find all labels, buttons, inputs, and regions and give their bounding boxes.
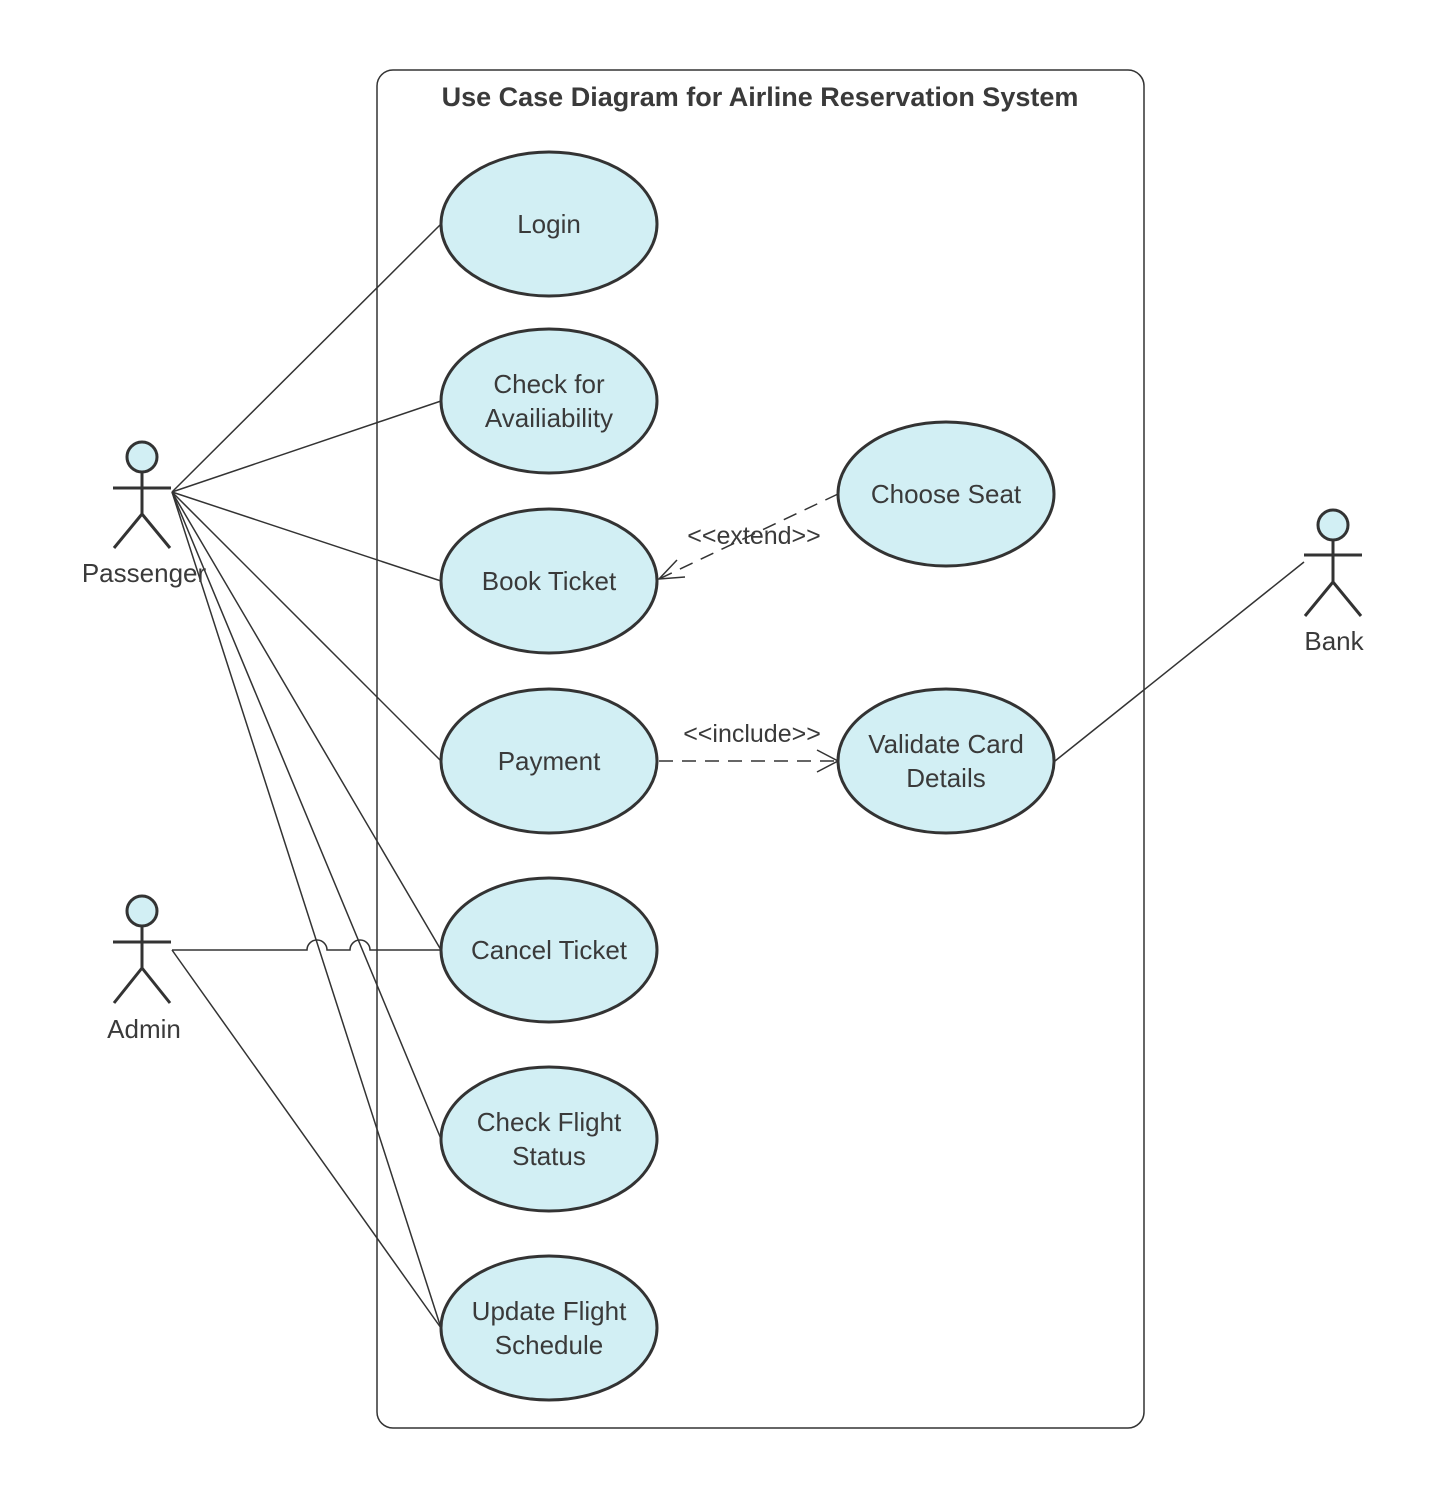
use-case-label: Validate Card: [868, 729, 1024, 759]
use-case-check-flight-status[interactable]: Check Flight Status: [439, 1065, 659, 1213]
use-case-label: Details: [906, 763, 985, 793]
use-case-label: Cancel Ticket: [471, 935, 628, 965]
use-case-label: Choose Seat: [871, 479, 1022, 509]
use-case-payment[interactable]: Payment: [439, 687, 659, 835]
use-case-label: Book Ticket: [482, 566, 617, 596]
extend-label: <<extend>>: [687, 522, 820, 550]
assoc-passenger-payment: [171, 491, 442, 762]
use-case-label: Status: [512, 1141, 586, 1171]
use-case-label: Check Flight: [477, 1107, 622, 1137]
use-case-label: Login: [517, 209, 581, 239]
actor-head-icon: [125, 894, 159, 928]
assoc-passenger-cancel-ticket: [171, 491, 442, 951]
actor-label: Admin: [107, 1014, 181, 1044]
extend-dependency: <<extend>>: [657, 493, 839, 580]
actor-label: Passenger: [82, 558, 207, 588]
use-case-update-flight-schedule[interactable]: Update Flight Schedule: [439, 1254, 659, 1402]
include-label: <<include>>: [683, 720, 821, 748]
assoc-admin-update-schedule: [171, 949, 442, 1329]
assoc-passenger-login: [171, 223, 442, 493]
actor-head-icon: [1316, 508, 1350, 542]
actor-passenger[interactable]: Passenger: [82, 440, 207, 588]
assoc-passenger-update-schedule: [171, 491, 442, 1329]
extend-arrowhead: [657, 559, 686, 580]
actor-label: Bank: [1304, 626, 1364, 656]
use-case-check-availability[interactable]: Check for Availiability: [439, 327, 659, 475]
use-case-label: Schedule: [495, 1330, 603, 1360]
use-case-label: Payment: [498, 746, 601, 776]
use-case-label: Update Flight: [472, 1296, 627, 1326]
use-case-book-ticket[interactable]: Book Ticket: [439, 507, 659, 655]
assoc-passenger-check-availability: [171, 400, 442, 493]
assoc-passenger-book-ticket: [171, 491, 442, 582]
use-case-cancel-ticket[interactable]: Cancel Ticket: [439, 876, 659, 1024]
actor-admin[interactable]: Admin: [107, 894, 181, 1044]
assoc-passenger-check-flight-status: [171, 491, 442, 1140]
use-case-validate-card-details[interactable]: Validate Card Details: [836, 687, 1056, 835]
associations: [171, 223, 1305, 1329]
extend-line: [658, 493, 839, 580]
use-case-login[interactable]: Login: [439, 150, 659, 298]
actor-bank[interactable]: Bank: [1303, 508, 1365, 656]
assoc-bank-validate-card: [1054, 561, 1305, 762]
use-case-label: Check for: [493, 369, 605, 399]
assoc-admin-cancel-ticket: [172, 939, 441, 951]
actor-head-icon: [125, 440, 159, 474]
diagram-title: Use Case Diagram for Airline Reservation…: [442, 82, 1079, 112]
use-case-label: Availiability: [485, 403, 613, 433]
system-boundary: [376, 69, 1145, 1429]
include-dependency: <<include>>: [659, 720, 840, 773]
use-case-choose-seat[interactable]: Choose Seat: [836, 420, 1056, 568]
